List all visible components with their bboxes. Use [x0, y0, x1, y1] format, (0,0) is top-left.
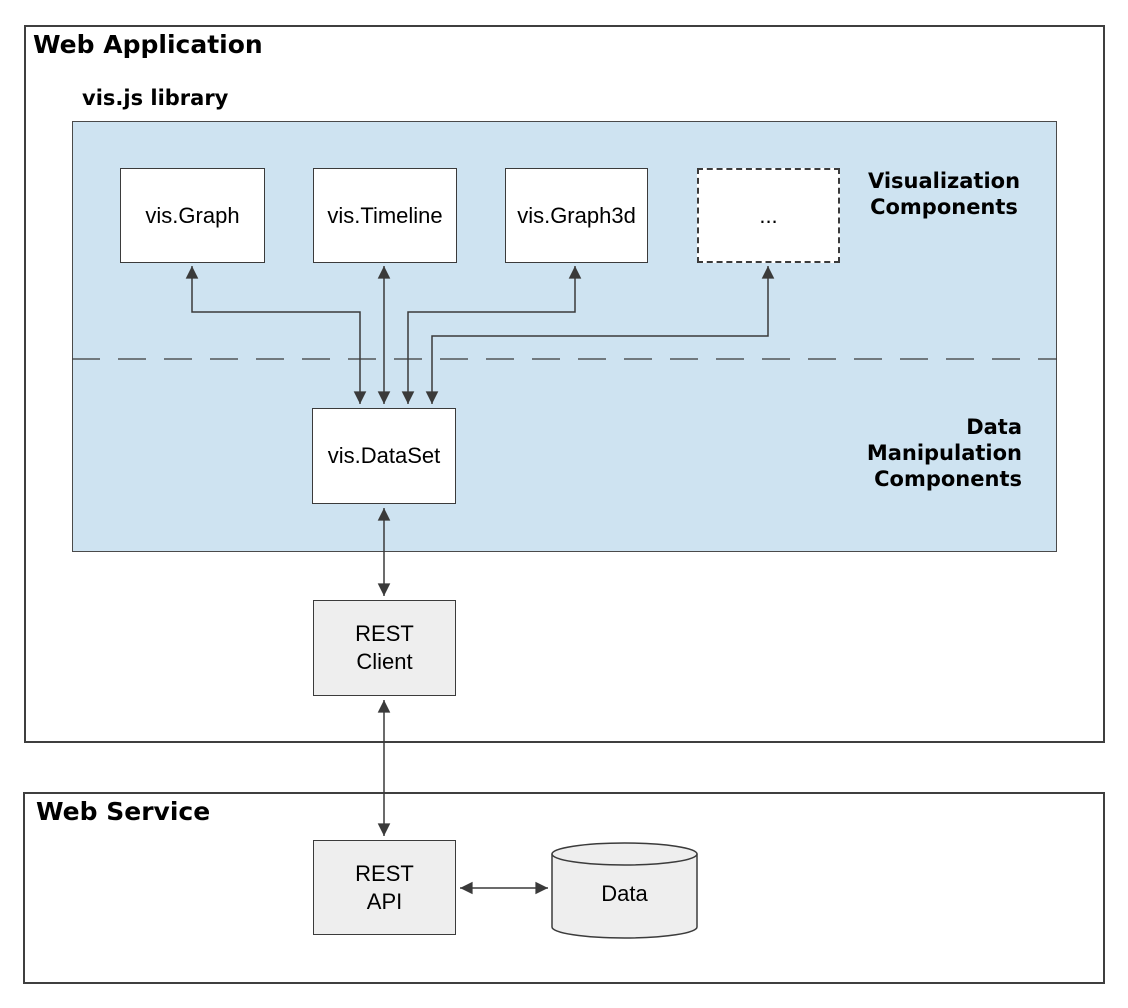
node-ellipsis-label: ...: [759, 202, 778, 228]
node-rest-client: REST Client: [313, 600, 456, 696]
node-vis-dataset: vis.DataSet: [312, 408, 456, 504]
node-vis-dataset-label: vis.DataSet: [327, 443, 441, 468]
node-rest-api-label: REST API: [355, 860, 414, 914]
node-vis-graph3d: vis.Graph3d: [505, 168, 648, 263]
data-cylinder-label: Data: [601, 881, 648, 906]
node-vis-graph: vis.Graph: [120, 168, 265, 263]
data-manipulation-components-label: Data Manipulation Components: [866, 415, 1022, 491]
node-vis-graph3d-label: vis.Graph3d: [517, 202, 636, 228]
node-vis-timeline: vis.Timeline: [313, 168, 457, 263]
web-application-title: Web Application: [33, 30, 263, 59]
visjs-library-label: vis.js library: [82, 86, 229, 110]
web-service-title: Web Service: [36, 797, 211, 826]
node-ellipsis: ...: [697, 168, 840, 263]
web-application-box: [24, 25, 1105, 743]
node-rest-api: REST API: [313, 840, 456, 935]
node-rest-client-label: REST Client: [355, 621, 414, 674]
web-service-box: [23, 792, 1105, 984]
visualization-components-label: Visualization Components: [867, 169, 1021, 219]
node-vis-timeline-label: vis.Timeline: [327, 202, 443, 228]
node-vis-graph-label: vis.Graph: [145, 202, 240, 228]
data-cylinder: [551, 842, 698, 939]
